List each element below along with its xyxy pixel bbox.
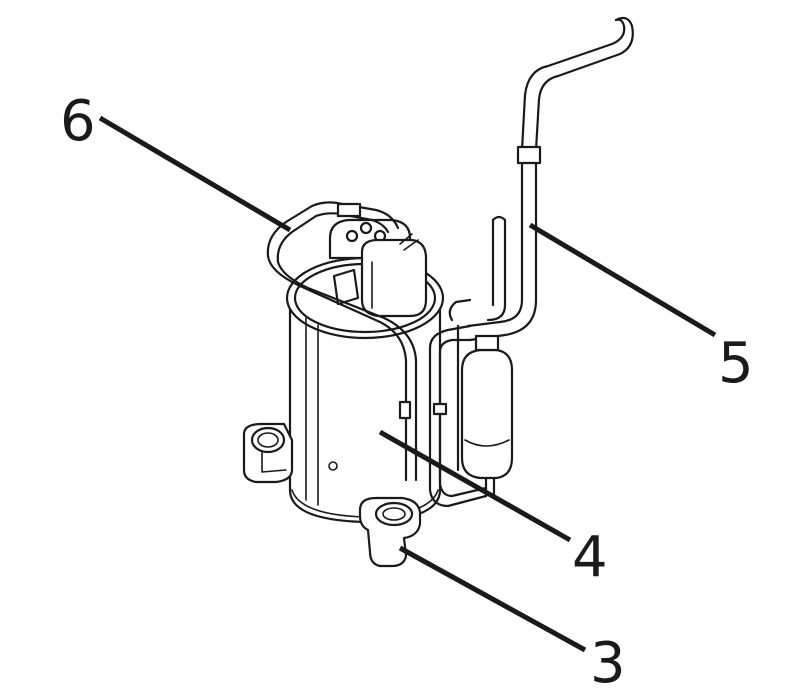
leader-line-5	[528, 222, 717, 338]
mounting-foot-left	[242, 422, 294, 484]
callout-6: 6	[60, 89, 96, 154]
callout-4: 4	[572, 525, 608, 590]
discharge-tube	[516, 16, 634, 302]
callout-5: 5	[718, 331, 754, 396]
leader-line-6	[98, 115, 292, 233]
side-pipes	[398, 298, 488, 508]
leader-line-3	[398, 545, 587, 653]
accumulator	[460, 334, 514, 498]
leader-line-4	[378, 429, 572, 543]
callout-3: 3	[590, 631, 626, 692]
suction-tubes	[466, 298, 538, 342]
stub-tube	[491, 215, 507, 307]
loop-tube	[266, 201, 418, 482]
